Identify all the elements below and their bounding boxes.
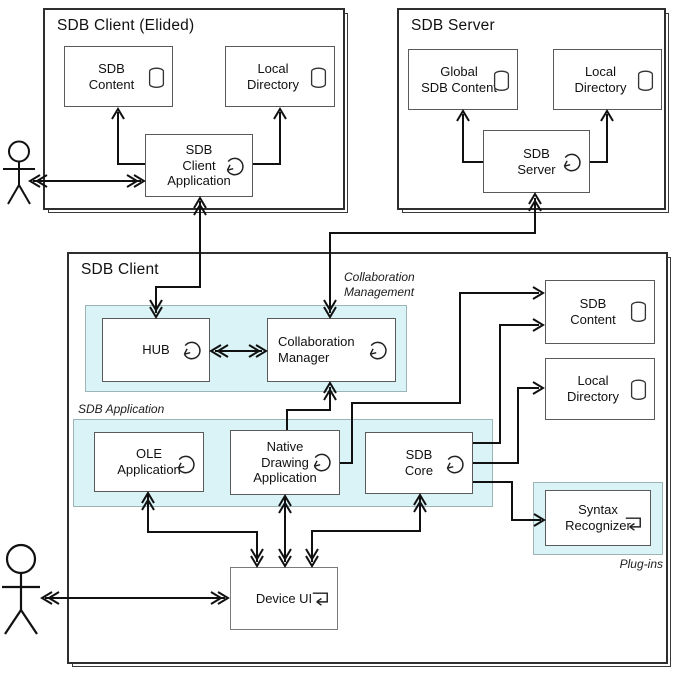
node-sdb-client-application: SDB Client Application bbox=[145, 134, 253, 197]
arrowhead bbox=[47, 591, 60, 605]
node-label: OLE Application bbox=[117, 446, 181, 477]
node-label: SDB Server bbox=[517, 145, 556, 177]
container-title: SDB Client (Elided) bbox=[57, 17, 195, 34]
actor-user-bottom bbox=[0, 542, 46, 643]
node-sdb-content-elided: SDB Content bbox=[64, 46, 173, 107]
node-global-sdb-content: Global SDB Content bbox=[408, 49, 518, 110]
node-device-ui: Device UI bbox=[230, 567, 338, 630]
database-icon bbox=[630, 285, 647, 326]
node-syntax-recognizer: Syntax Recognizer bbox=[545, 490, 651, 546]
node-label: Local Directory bbox=[566, 373, 619, 404]
database-icon bbox=[637, 54, 654, 95]
loop-icon bbox=[221, 139, 247, 182]
node-ole-application: OLE Application bbox=[94, 432, 204, 492]
node-label: SDB Content bbox=[88, 60, 135, 92]
container-title: SDB Server bbox=[411, 17, 495, 34]
loop-icon bbox=[441, 437, 467, 480]
node-label: Local Directory bbox=[574, 63, 627, 95]
node-sdb-content: SDB Content bbox=[545, 280, 655, 344]
node-local-directory-elided: Local Directory bbox=[225, 46, 335, 107]
node-sdb-core: SDB Core bbox=[365, 432, 473, 494]
loop-icon bbox=[308, 435, 334, 478]
node-label: Local Directory bbox=[246, 60, 299, 92]
loop-icon bbox=[558, 135, 584, 178]
node-label: Native Drawing Application bbox=[253, 439, 317, 486]
node-sdb-server: SDB Server bbox=[483, 130, 590, 193]
return-hook-icon bbox=[308, 573, 333, 610]
node-label: Device UI bbox=[255, 590, 313, 606]
actor-user-top bbox=[0, 138, 40, 213]
plugins-label: Plug-ins bbox=[619, 557, 663, 571]
node-collaboration-manager: Collaboration Manager bbox=[267, 318, 396, 382]
loop-icon bbox=[172, 437, 198, 480]
sdb-application-label: SDB Application bbox=[78, 402, 165, 416]
database-icon bbox=[630, 363, 647, 404]
node-label: Syntax Recognizer bbox=[565, 502, 631, 533]
node-label: SDB Core bbox=[404, 447, 434, 478]
node-local-directory: Local Directory bbox=[545, 358, 655, 420]
database-icon bbox=[148, 51, 165, 92]
collaboration-management-label: Collaboration Management bbox=[344, 270, 415, 299]
database-icon bbox=[310, 51, 327, 92]
node-label: Global SDB Content bbox=[421, 63, 497, 95]
loop-icon bbox=[178, 323, 204, 366]
container-title: SDB Client bbox=[81, 261, 159, 278]
node-native-drawing-application: Native Drawing Application bbox=[230, 430, 340, 495]
node-label: SDB Content bbox=[570, 296, 616, 327]
node-label: Collaboration Manager bbox=[278, 334, 355, 365]
return-hook-icon bbox=[621, 498, 646, 535]
database-icon bbox=[493, 54, 510, 95]
node-label: SDB Client Application bbox=[167, 142, 231, 189]
node-label: HUB bbox=[142, 342, 170, 358]
loop-icon bbox=[364, 323, 390, 366]
node-local-directory-server: Local Directory bbox=[553, 49, 662, 110]
node-hub: HUB bbox=[102, 318, 210, 382]
